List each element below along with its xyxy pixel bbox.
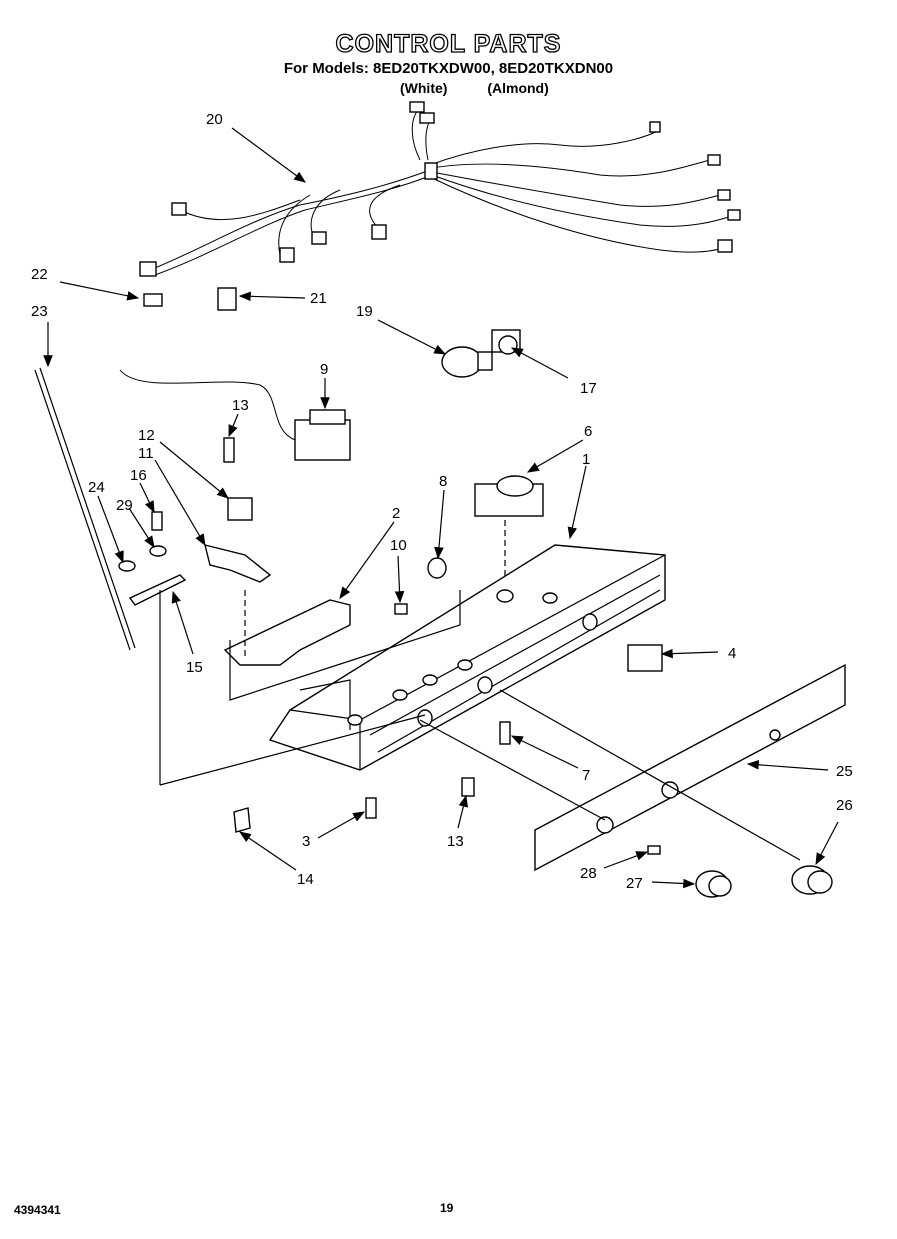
- callout-25: 25: [836, 763, 853, 780]
- page-number: 19: [440, 1201, 454, 1215]
- grommet: [427, 557, 447, 579]
- callout-13-upper: 13: [232, 397, 249, 414]
- callout-22: 22: [31, 266, 48, 283]
- thermostat: [119, 369, 351, 461]
- control-housing: [268, 544, 666, 771]
- callout-20: 20: [206, 111, 223, 128]
- light-bulb: [441, 346, 493, 378]
- clip-21: [217, 287, 237, 311]
- bracket: [223, 590, 461, 701]
- screw-13-lower: [461, 777, 475, 797]
- callout-4: 4: [728, 645, 736, 662]
- callout-15: 15: [186, 659, 203, 676]
- callout-27: 27: [626, 875, 643, 892]
- callout-16: 16: [130, 467, 147, 484]
- callout-28: 28: [580, 865, 597, 882]
- knob-27: [695, 870, 732, 898]
- screw-7: [499, 721, 511, 745]
- callout-14: 14: [297, 871, 314, 888]
- callout-13-lower: 13: [447, 833, 464, 850]
- color-white: (White): [400, 80, 448, 96]
- color-almond: (Almond): [487, 80, 549, 96]
- badge-28: [647, 845, 661, 855]
- screw-3: [365, 797, 377, 819]
- callout-6: 6: [584, 423, 592, 440]
- screw-10: [394, 603, 408, 615]
- callout-7: 7: [582, 767, 590, 784]
- switch: [627, 644, 663, 672]
- damper-assembly: [118, 437, 426, 786]
- callout-2: 2: [392, 505, 400, 522]
- callout-12: 12: [138, 427, 155, 444]
- document-number: 4394341: [14, 1203, 61, 1217]
- knob-26: [791, 865, 833, 895]
- clip-14: [233, 807, 251, 833]
- callout-29: 29: [116, 497, 133, 514]
- control-panel: [419, 663, 846, 872]
- callout-21: 21: [310, 290, 327, 307]
- callout-3: 3: [302, 833, 310, 850]
- callout-9: 9: [320, 361, 328, 378]
- callout-1: 1: [582, 451, 590, 468]
- callout-26: 26: [836, 797, 853, 814]
- callout-17: 17: [580, 380, 597, 397]
- control-rod: [34, 369, 131, 651]
- model-colors: (White) (Almond): [400, 80, 585, 96]
- callout-24: 24: [88, 479, 105, 496]
- control-unit: [474, 475, 544, 590]
- callout-19: 19: [356, 303, 373, 320]
- model-numbers: For Models: 8ED20TKXDW00, 8ED20TKXDN00: [283, 60, 614, 77]
- callout-labels: 1 2 3 4 6 7 8 9 10 11 12 13 13 14 15 16 …: [31, 111, 853, 892]
- callout-10: 10: [390, 537, 407, 554]
- wiring-harness: [139, 101, 741, 277]
- page-title: CONTROL PARTS: [335, 29, 562, 58]
- clip-22: [143, 293, 163, 307]
- callout-11: 11: [138, 445, 154, 462]
- callout-8: 8: [439, 473, 447, 490]
- leader-lines: [43, 127, 839, 889]
- callout-23: 23: [31, 303, 48, 320]
